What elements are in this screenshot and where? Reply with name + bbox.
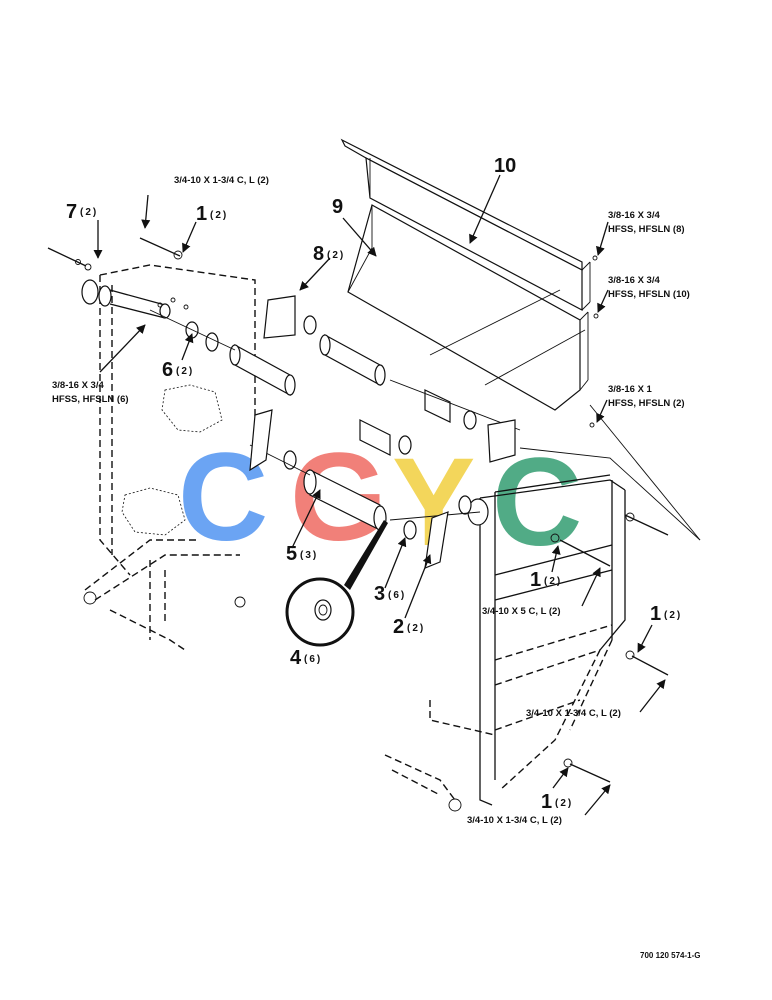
callout-3: 3 [374,583,385,605]
callout-4-qty: (6) [304,654,322,665]
bolts [47,237,669,783]
bolt-right-lower [625,650,669,676]
note-bolt-bottom: 3/4-10 X 1-3/4 C, L (2) [467,815,562,826]
callout-1-right-qty: (2) [664,610,682,621]
callout-4: 4 [290,647,302,669]
part-3-bearings [283,450,472,540]
hardware-notes: 3/4-10 X 1-3/4 C, L (2) 3/8-16 X 3/4 HFS… [52,175,690,826]
leader-arrows [93,174,666,816]
bolt-left-upper [47,247,92,271]
bolt-bottom [563,758,611,783]
note-right1-line2: HFSS, HFSLN (8) [608,224,685,235]
callout-8: 8 [313,243,324,265]
note-bolt-top: 3/4-10 X 1-3/4 C, L (2) [174,175,269,186]
left-frame [81,264,256,651]
callout-1-mid-qty: (2) [544,576,562,587]
callout-10: 10 [494,155,516,177]
roller-assembly [149,309,521,540]
callout-5-qty: (3) [300,550,318,561]
bolt-right-mid [550,533,611,567]
callout-1-bottom: 1 [541,791,552,813]
callout-1-bottom-qty: (2) [555,798,573,809]
callout-9: 9 [332,196,343,218]
note-right1-line1: 3/8-16 X 3/4 [608,210,660,221]
callout-2: 2 [393,616,404,638]
note-bolt-lower: 3/4-10 X 1-3/4 C, L (2) [526,708,621,719]
note-right3-line1: 3/8-16 X 1 [608,384,653,395]
part-4-detail-view [285,520,388,647]
callout-6: 6 [162,359,173,381]
callout-7-qty: (2) [80,207,98,218]
bolt-top-center [139,237,183,260]
callout-7: 7 [66,201,77,223]
callout-2-qty: (2) [407,623,425,634]
note-left-line1: 3/8-16 X 3/4 [52,380,104,391]
callout-1-mid: 1 [530,569,541,591]
note-left-line2: HFSS, HFSLN (6) [52,394,129,405]
callout-5: 5 [286,543,297,565]
callout-labels: 10 9 8 (2) 7 (2) 1 (2) 6 (2) 5 (3) 4 (6)… [66,155,682,813]
drawing-number: 700 120 574-1-G [640,951,701,960]
part-2-brackets [249,409,449,569]
part-6-bearings [185,315,477,455]
note-right2-line1: 3/8-16 X 3/4 [608,275,660,286]
note-right3-line2: HFSS, HFSLN (2) [608,398,685,409]
bolt-right-frame [624,512,669,536]
callout-1-top-qty: (2) [210,210,228,221]
callout-8-qty: (2) [327,250,345,261]
part-5-roller-upper [229,333,386,397]
part-8-brackets [263,295,516,463]
callout-1-top: 1 [196,203,207,225]
callout-1-right: 1 [650,603,661,625]
left-pivot-assembly [81,279,171,319]
callout-6-qty: (2) [176,366,194,377]
callout-3-qty: (6) [388,590,406,601]
note-bolt-mid: 3/4-10 X 5 C, L (2) [482,606,561,617]
note-right2-line2: HFSS, HFSLN (10) [608,289,690,300]
